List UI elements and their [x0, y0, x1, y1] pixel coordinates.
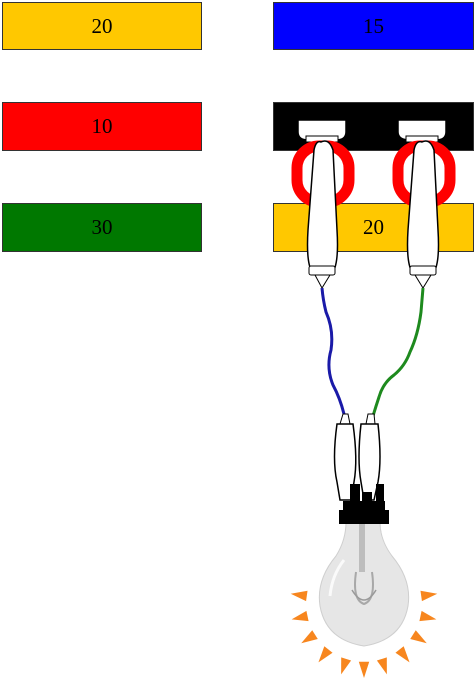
wire-green	[371, 287, 425, 417]
light-bulb[interactable]	[318, 521, 410, 647]
glow-ray	[291, 610, 309, 622]
glow-ray	[341, 657, 352, 675]
glow-ray	[410, 630, 427, 644]
clamp-mount-left	[297, 119, 347, 143]
block-green-30[interactable]: 30	[2, 203, 202, 252]
glow-ray	[301, 630, 318, 644]
glow-ray	[290, 590, 308, 602]
block-value: 30	[91, 215, 113, 239]
clamp-mount-right	[397, 119, 447, 143]
wire-blue	[320, 287, 346, 415]
glow-ray	[358, 661, 370, 678]
block-blue-15[interactable]: 15	[273, 2, 474, 50]
probe-bulb-right[interactable]	[358, 413, 381, 501]
probe-right[interactable]	[406, 140, 440, 289]
block-yellow-20[interactable]: 20	[2, 2, 202, 50]
block-value: 10	[91, 114, 113, 138]
glow-ray	[395, 646, 410, 663]
glow-ray	[419, 610, 437, 622]
block-value: 20	[91, 13, 113, 38]
glow-ray	[318, 646, 333, 663]
block-red-10[interactable]: 10	[2, 102, 202, 151]
block-value: 20	[363, 215, 384, 239]
glow-ray	[376, 657, 387, 675]
glow-ray	[420, 590, 438, 602]
block-value: 15	[363, 13, 384, 38]
probe-left[interactable]	[306, 140, 339, 290]
block-yellow-20-target[interactable]: 20	[273, 203, 474, 252]
bulb-socket	[339, 484, 389, 524]
bulb-glow-rays	[290, 590, 438, 678]
